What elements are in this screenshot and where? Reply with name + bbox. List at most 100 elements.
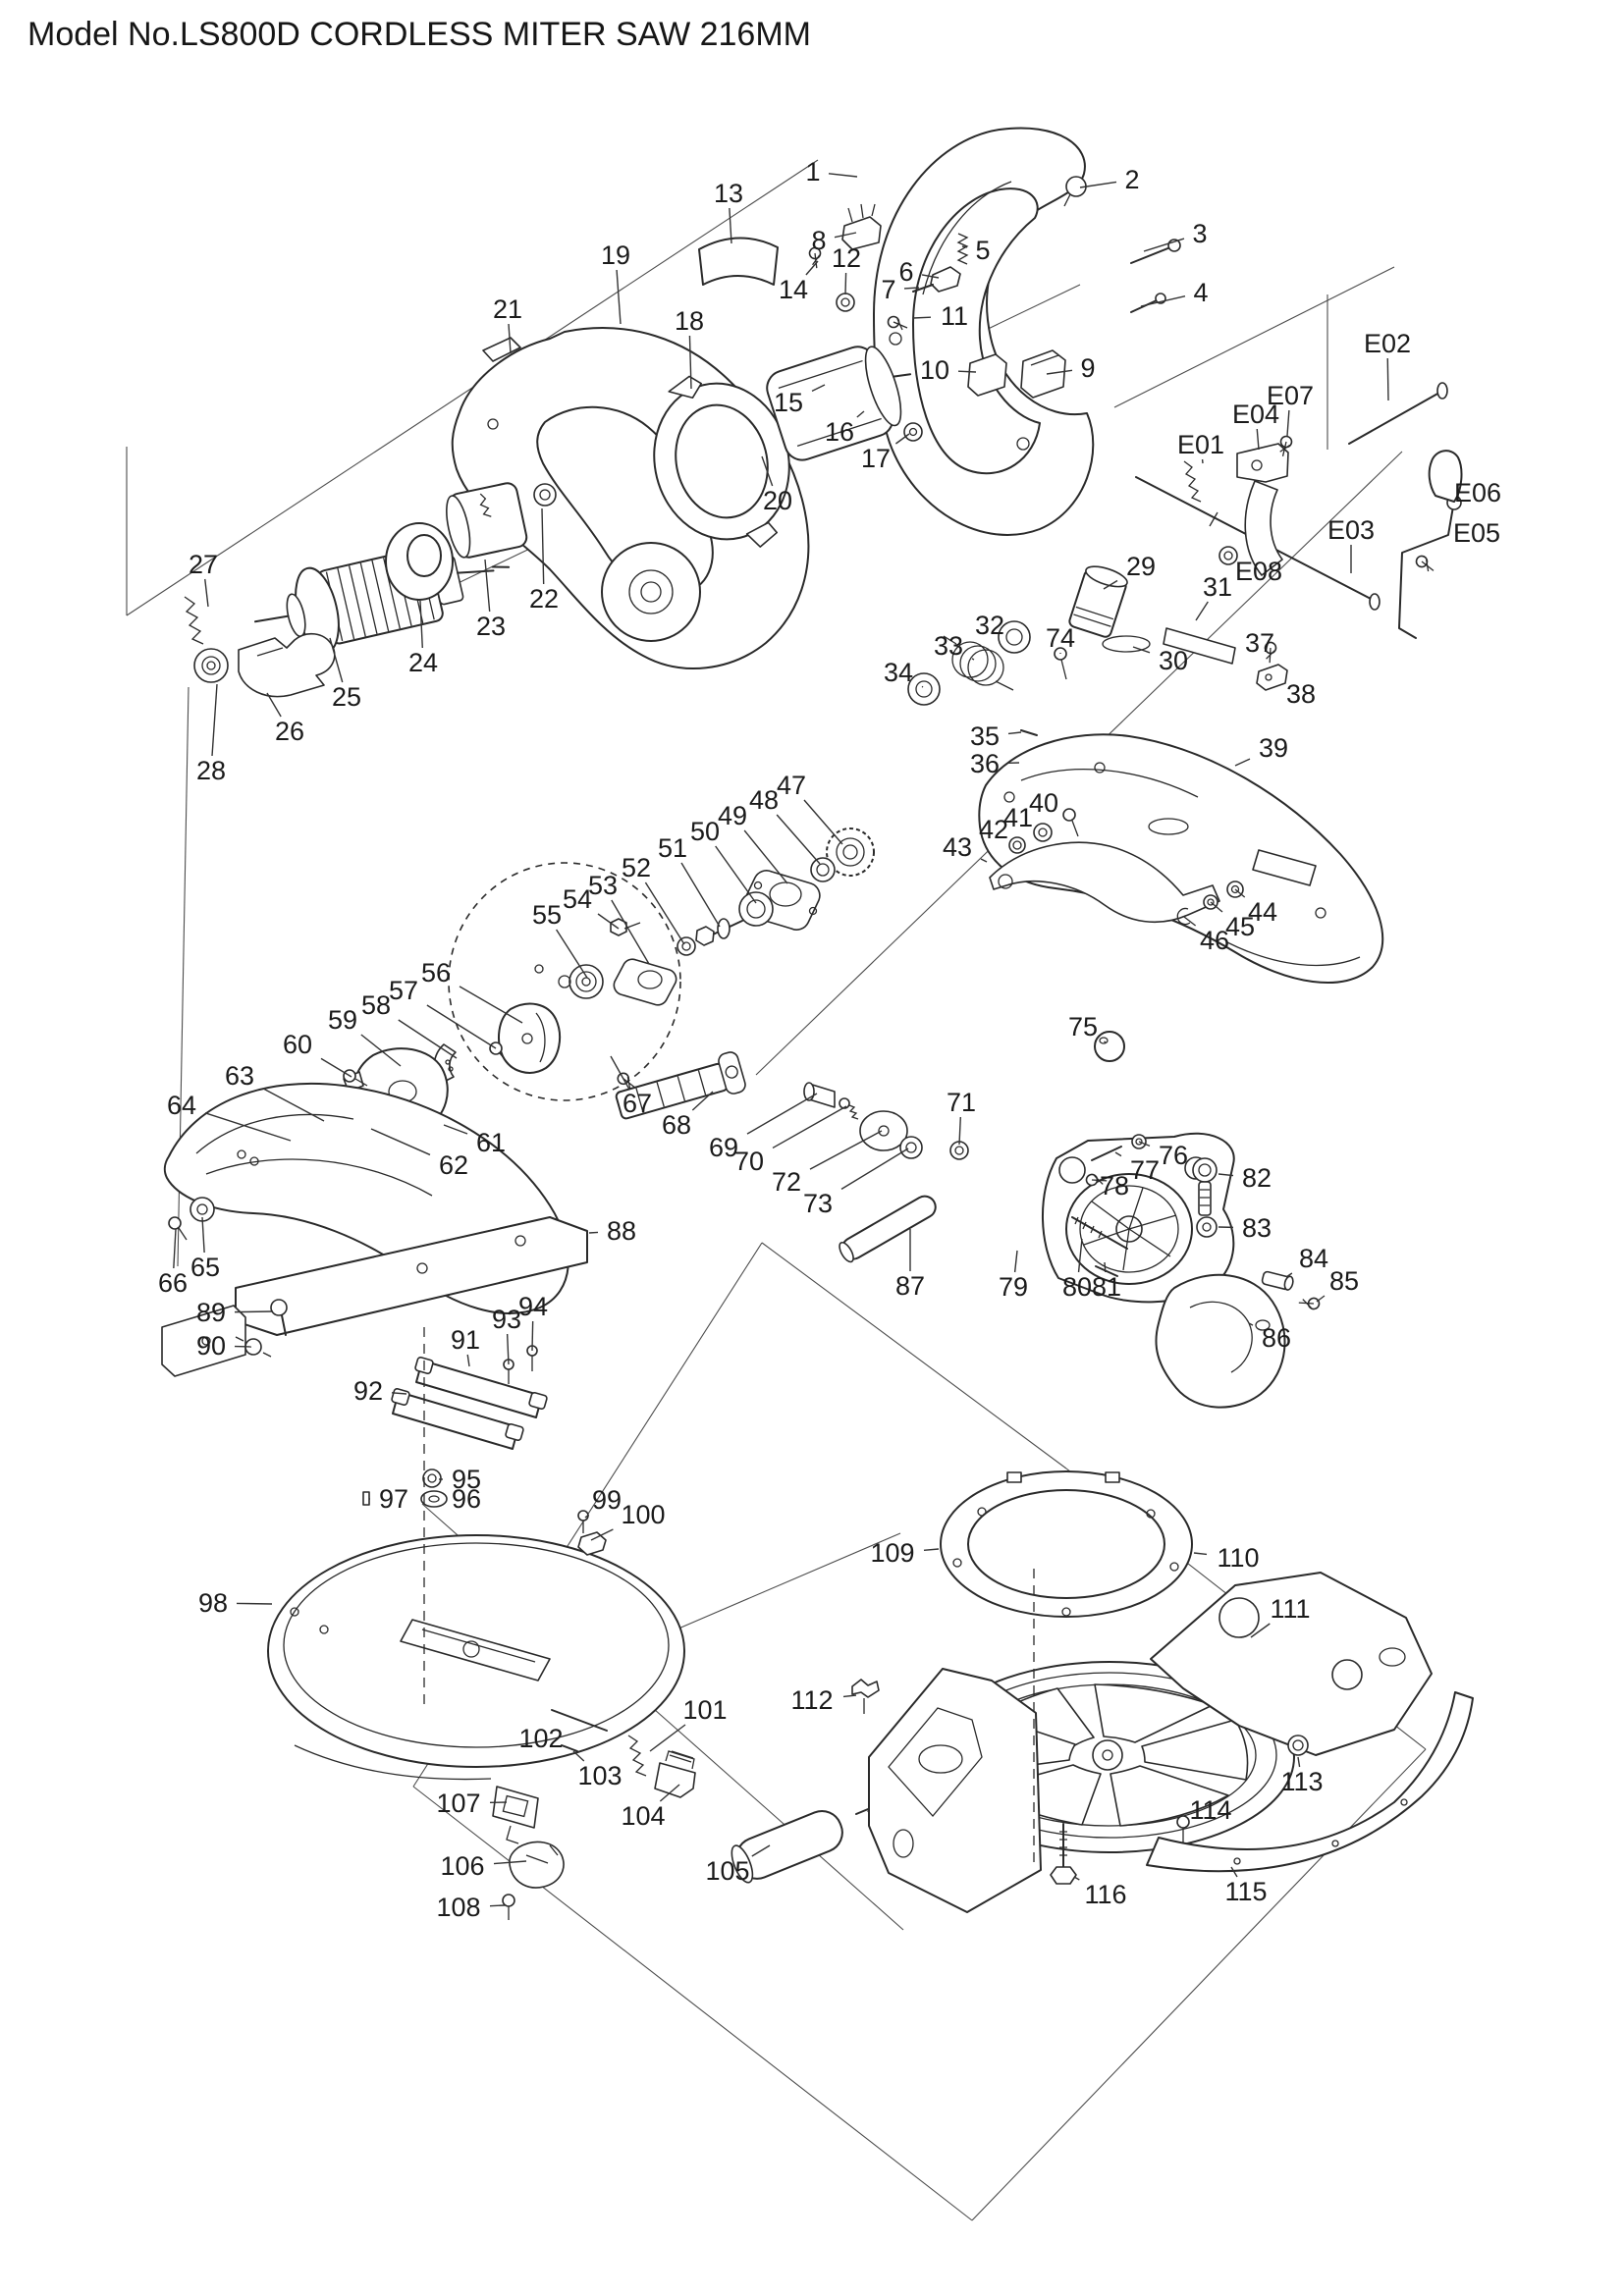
part-label-51: 51 [658,833,687,863]
leader-line-82 [1218,1173,1234,1177]
leader-line-25 [329,637,344,683]
part-label-101: 101 [682,1695,727,1725]
part-label-116: 116 [1084,1880,1126,1909]
part-label-72: 72 [772,1167,801,1197]
part-ring-spring-plate [940,1470,1193,1618]
part-screw-85 [1297,1293,1322,1314]
leader-line-48 [776,814,821,865]
part-label-7: 7 [881,275,895,304]
part-bolt-116 [1050,1823,1077,1885]
part-screw-99 [577,1510,589,1533]
leader-line-30 [1132,646,1151,654]
leader-line-47 [803,799,843,845]
part-label-16: 16 [825,417,854,447]
part-switch-8 [841,203,882,250]
part-label-59: 59 [328,1005,357,1035]
part-label-65: 65 [190,1253,220,1282]
part-wing-bolt-112 [851,1679,880,1714]
part-label-13: 13 [714,179,743,208]
part-bearing-28 [193,648,229,683]
part-name-plate-13 [698,237,779,286]
part-label-48: 48 [749,785,779,815]
part-label-50: 50 [690,817,720,846]
part-spring-101 [627,1735,647,1777]
part-bolt-54 [610,918,641,936]
part-label-100: 100 [621,1500,665,1529]
part-label-98: 98 [198,1588,228,1618]
leader-line-21 [508,323,512,354]
part-label-83: 83 [1242,1213,1272,1243]
part-turn-base-98 [267,1534,685,1781]
leader-line-52 [644,881,685,945]
leader-line-54 [597,913,620,930]
part-label-E01: E01 [1177,430,1224,459]
part-lock-106 [509,1841,565,1889]
part-label-89: 89 [196,1298,226,1327]
part-label-10: 10 [920,355,949,385]
part-guide-plate-115 [1146,1691,1474,1873]
part-label-62: 62 [439,1150,468,1180]
part-bolt-89 [270,1299,288,1336]
boundary-line [761,1242,1067,1469]
leader-line-E04 [1256,428,1260,451]
part-gear-housing-18 [653,375,790,548]
part-label-84: 84 [1299,1244,1328,1273]
part-nut-E08 [1218,546,1238,565]
part-label-24: 24 [408,648,438,677]
leader-line-85 [1316,1295,1326,1303]
part-plate-31 [1163,627,1236,665]
part-label-19: 19 [601,240,630,270]
leader-line-71 [958,1116,962,1146]
part-label-55: 55 [532,900,562,930]
part-label-E04: E04 [1232,400,1279,429]
part-holder-107 [492,1786,539,1844]
part-label-8: 8 [811,226,826,255]
part-washer-41 [1033,823,1053,842]
part-bushing-17 [903,422,923,442]
part-label-E08: E08 [1235,557,1282,586]
part-label-73: 73 [803,1189,833,1218]
part-label-14: 14 [779,275,808,304]
part-screw-3 [1130,239,1181,264]
part-label-E05: E05 [1453,518,1500,548]
part-set-screw-70 [839,1097,859,1120]
leader-line-12 [844,272,847,295]
part-pin-84 [1261,1270,1294,1291]
part-screw-108 [502,1894,515,1920]
leader-line-24 [419,600,423,649]
part-fan-ring-24 [385,522,454,601]
leader-line-53 [611,899,650,965]
part-label-34: 34 [884,658,913,687]
part-label-22: 22 [529,584,559,614]
leader-line-61 [443,1124,468,1135]
leader-line-103 [572,1750,585,1762]
part-label-27: 27 [189,550,218,579]
part-pin-35 [1020,729,1038,736]
leader-line-51 [680,862,721,928]
part-label-114: 114 [1189,1795,1231,1825]
part-lever-43 [989,841,1220,924]
leader-line-94 [531,1320,534,1352]
leader-line-92 [391,1392,407,1395]
part-label-68: 68 [662,1110,691,1140]
part-label-78: 78 [1100,1171,1129,1201]
part-lever-E05 [1398,495,1462,639]
illustration-layer [161,127,1474,1920]
part-flange-plate-53 [613,958,677,1006]
part-label-1: 1 [805,157,820,187]
part-torsion-spring-33 [943,635,1014,691]
part-screw-4 [1130,293,1166,313]
leader-line-93 [506,1333,510,1365]
part-label-45: 45 [1225,912,1255,941]
part-label-87: 87 [895,1271,925,1301]
leader-line-81 [1104,1261,1107,1273]
part-label-4: 4 [1193,278,1208,307]
part-nut-42 [1008,836,1026,854]
leader-line-91 [466,1354,470,1367]
part-clamp-38 [1256,664,1288,691]
part-label-81: 81 [1092,1272,1121,1302]
leader-line-29 [1103,579,1118,590]
part-oring-30 [1102,635,1151,653]
part-ring-12 [836,293,855,312]
